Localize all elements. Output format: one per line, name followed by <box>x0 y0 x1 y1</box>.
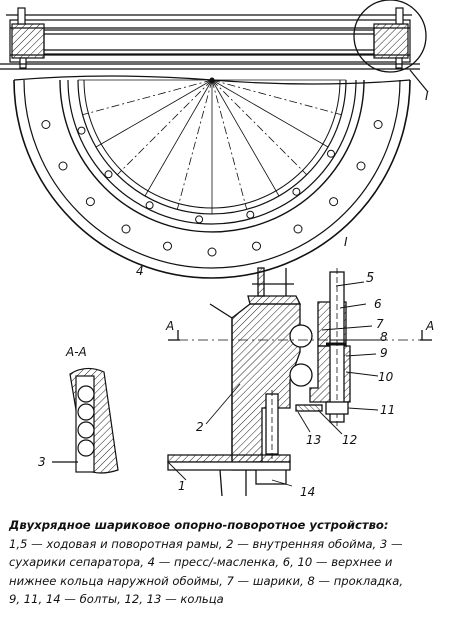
label-7: 7 <box>376 317 384 331</box>
label-callout-bottom: I <box>344 235 348 249</box>
caption-line: сухарики сепаратора, 4 — пресс/-масленка… <box>9 555 393 569</box>
bolt-hole <box>373 120 383 129</box>
label-4: 4 <box>136 264 144 278</box>
caption-line: 9, 11, 14 — болты, 12, 13 — кольца <box>9 592 224 606</box>
label-9: 9 <box>380 346 388 360</box>
label-6: 6 <box>374 297 382 311</box>
bolt-hole <box>104 170 113 179</box>
ring-ray-line <box>116 79 213 176</box>
half-ring-plan-view <box>13 75 411 279</box>
ring-ray-line <box>211 79 280 197</box>
detail-section-view <box>167 267 432 497</box>
bolt-hole <box>329 197 339 207</box>
bolt-hole <box>85 197 95 207</box>
caption-line: 1,5 — ходовая и поворотная рамы, 2 — вну… <box>9 536 403 551</box>
bolt-hole <box>356 161 366 171</box>
bolt-hole <box>207 247 217 257</box>
label-12: 12 <box>342 433 357 447</box>
ring-ray-line <box>211 79 329 148</box>
label-section-right: A <box>425 319 434 333</box>
bolt-hole <box>246 210 255 219</box>
diagram-labels: I I 4 5 6 7 8 9 10 11 12 13 14 2 1 3 A A… <box>38 89 434 499</box>
bolt-hole <box>252 241 261 251</box>
ring-ray-line <box>95 79 213 148</box>
bolt-hole <box>327 149 335 158</box>
bolt-hole <box>121 224 131 234</box>
bolt-hole <box>292 187 301 196</box>
label-10: 10 <box>378 370 394 384</box>
bolt-hole <box>41 120 51 129</box>
label-5: 5 <box>366 271 374 286</box>
ring-ray-line <box>144 79 213 197</box>
bolt-hole <box>77 126 86 135</box>
label-2: 2 <box>196 420 204 434</box>
ring-ray-line <box>82 79 213 116</box>
caption-line: нижнее кольца наружной обоймы, 7 — шарик… <box>9 573 404 588</box>
ring-ray-line <box>211 79 342 116</box>
top-elevation-view <box>0 0 429 93</box>
ring-ray-line <box>211 79 248 210</box>
label-11: 11 <box>380 403 395 417</box>
bolt-hole <box>145 201 154 210</box>
label-14: 14 <box>300 485 315 499</box>
label-13: 13 <box>306 433 321 447</box>
label-callout-top: I <box>425 89 429 103</box>
ring-ray-line <box>176 79 213 210</box>
figure-caption: Двухрядное шариковое опорно-поворотное у… <box>9 516 447 609</box>
bolt-hole <box>195 215 204 224</box>
bolt-hole <box>58 161 68 171</box>
label-section-left: A <box>165 319 174 333</box>
label-section-view: А-А <box>65 345 87 359</box>
bolt-hole <box>163 241 172 251</box>
label-8: 8 <box>380 330 388 344</box>
bolt-hole <box>293 224 303 234</box>
ring-ray-line <box>211 79 308 176</box>
section-aa-view <box>52 367 119 474</box>
caption-title: Двухрядное шариковое опорно-поворотное у… <box>9 518 389 532</box>
label-3: 3 <box>38 455 46 469</box>
label-1: 1 <box>178 479 186 493</box>
technical-drawing: I I 4 5 6 7 8 9 10 11 12 13 14 2 1 3 A A… <box>0 0 434 499</box>
